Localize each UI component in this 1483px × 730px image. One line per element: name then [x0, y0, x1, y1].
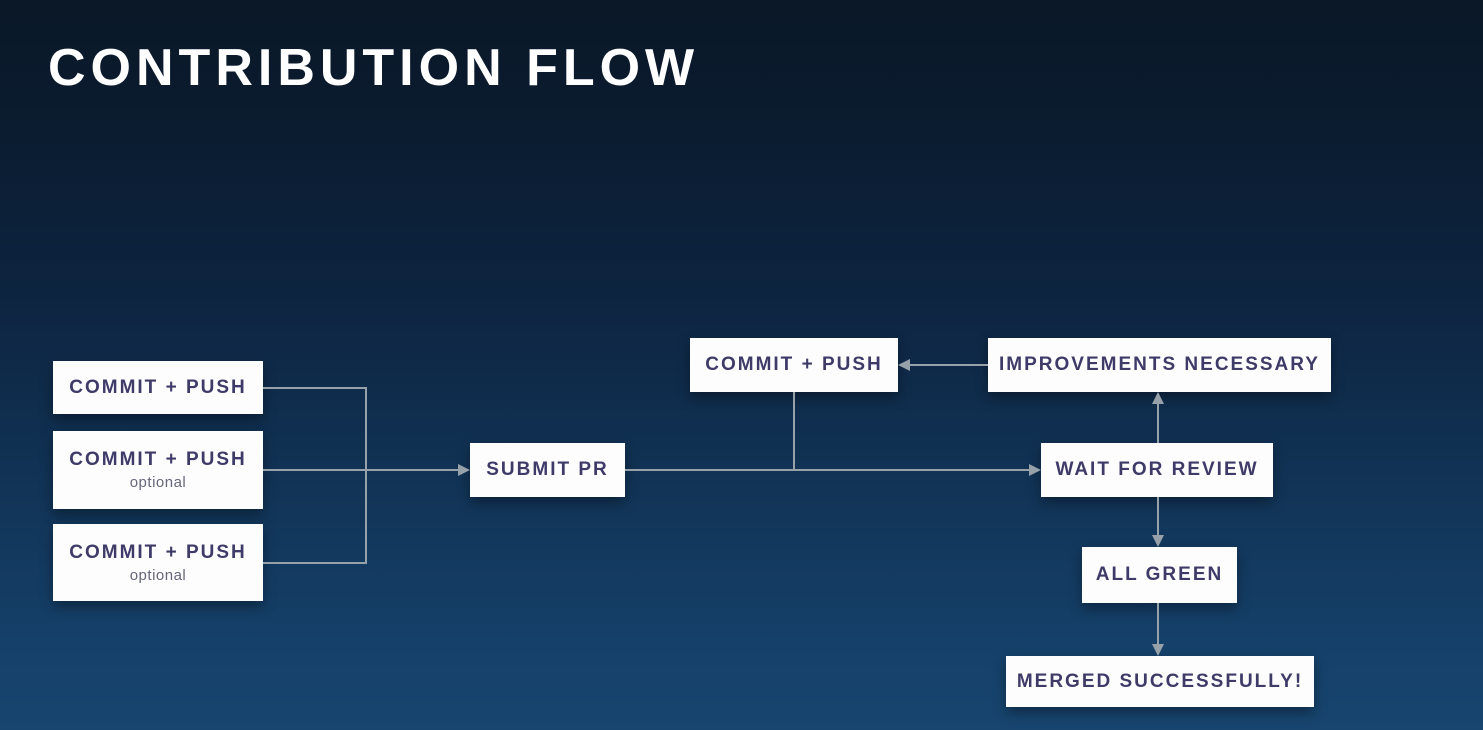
- connector-improvements-to-rework: [909, 364, 988, 366]
- node-sublabel: optional: [129, 566, 187, 584]
- connector-merge-vertical: [365, 387, 367, 564]
- connector-rework-to-flow: [793, 392, 795, 470]
- flow-node-commit-push-2: COMMIT + PUSH optional: [53, 431, 263, 509]
- flow-node-wait-for-review: WAIT FOR REVIEW: [1041, 443, 1273, 497]
- node-label: COMMIT + PUSH: [69, 541, 247, 563]
- node-label: COMMIT + PUSH: [705, 354, 883, 375]
- arrowhead-into-commit-push-rework: [898, 359, 910, 371]
- arrowhead-into-submit-pr: [458, 464, 470, 476]
- slide-title: CONTRIBUTION FLOW: [48, 39, 700, 97]
- arrowhead-into-all-green: [1152, 535, 1164, 547]
- flow-node-merged-successfully: MERGED SUCCESSFULLY!: [1006, 656, 1314, 707]
- flow-node-all-green: ALL GREEN: [1082, 547, 1237, 603]
- node-label: SUBMIT PR: [486, 459, 609, 480]
- node-label: WAIT FOR REVIEW: [1055, 459, 1259, 480]
- node-label: MERGED SUCCESSFULLY!: [1016, 670, 1304, 692]
- connector-commit1-to-merge: [263, 387, 367, 389]
- arrowhead-into-improvements-necessary: [1152, 392, 1164, 404]
- connector-wait-to-improvements: [1157, 403, 1159, 443]
- flow-node-improvements-necessary: IMPROVEMENTS NECESSARY: [988, 338, 1331, 392]
- connector-commit2-to-submit-pr: [263, 469, 458, 471]
- node-label: COMMIT + PUSH: [69, 449, 247, 470]
- node-label: IMPROVEMENTS NECESSARY: [999, 354, 1320, 375]
- node-label: ALL GREEN: [1095, 564, 1224, 585]
- arrowhead-into-wait-for-review: [1029, 464, 1041, 476]
- connector-submit-pr-to-wait: [625, 469, 1029, 471]
- flow-node-submit-pr: SUBMIT PR: [470, 443, 625, 497]
- connector-wait-to-all-green: [1157, 497, 1159, 536]
- arrowhead-into-merged-successfully: [1152, 644, 1164, 656]
- flow-node-commit-push-rework: COMMIT + PUSH: [690, 338, 898, 392]
- flow-node-commit-push-3: COMMIT + PUSH optional: [53, 524, 263, 601]
- node-sublabel: optional: [129, 474, 187, 491]
- connector-all-green-to-merged: [1157, 603, 1159, 645]
- flow-node-commit-push-1: COMMIT + PUSH: [53, 361, 263, 414]
- node-label: COMMIT + PUSH: [69, 376, 247, 398]
- connector-commit3-to-merge: [263, 562, 367, 564]
